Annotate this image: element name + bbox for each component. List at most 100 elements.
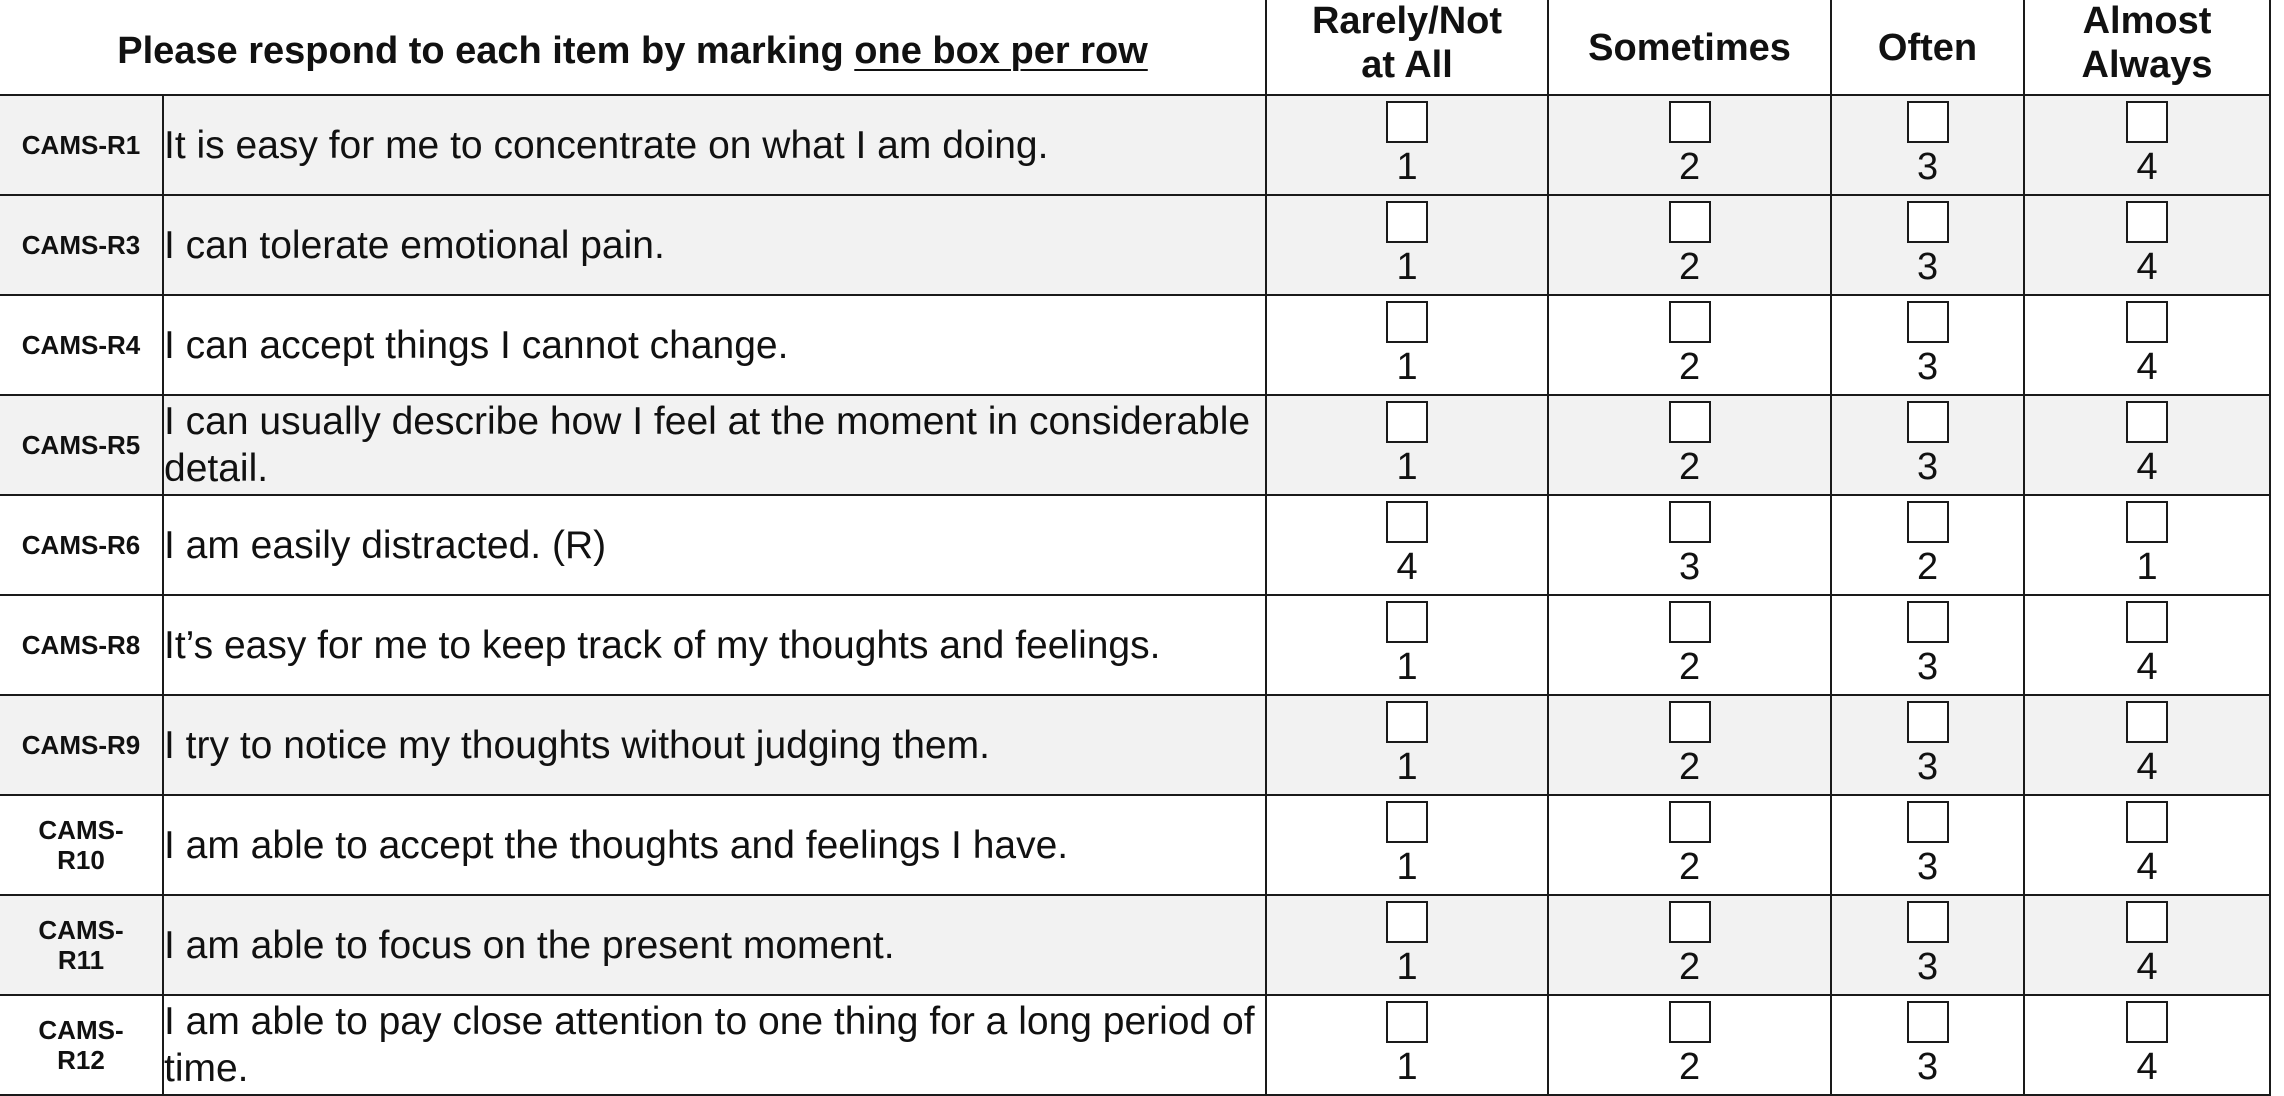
option-cell-sometimes: 2 bbox=[1547, 194, 1833, 296]
score-label: 3 bbox=[1916, 346, 1939, 388]
response-checkbox[interactable] bbox=[1386, 301, 1429, 343]
score-label: 4 bbox=[2136, 246, 2158, 288]
option-cell-rarely: 1 bbox=[1265, 394, 1550, 496]
response-checkbox[interactable] bbox=[2126, 901, 2169, 943]
score-label: 2 bbox=[1678, 346, 1701, 388]
response-checkbox[interactable] bbox=[1668, 1001, 1711, 1043]
score-label: 3 bbox=[1916, 746, 1939, 788]
option-cell-rarely: 1 bbox=[1265, 194, 1550, 296]
response-checkbox[interactable] bbox=[1906, 701, 1949, 743]
score-label: 1 bbox=[1396, 746, 1418, 788]
response-checkbox[interactable] bbox=[1668, 901, 1711, 943]
option-cell-often: 3 bbox=[1830, 294, 2026, 396]
response-checkbox[interactable] bbox=[2126, 601, 2169, 643]
item-text: I try to notice my thoughts without judg… bbox=[161, 694, 1268, 796]
score-label: 4 bbox=[2136, 946, 2158, 988]
response-checkbox[interactable] bbox=[1906, 301, 1949, 343]
response-checkbox[interactable] bbox=[2126, 401, 2169, 443]
score-label: 4 bbox=[2136, 746, 2158, 788]
response-checkbox[interactable] bbox=[2126, 201, 2169, 243]
response-checkbox[interactable] bbox=[1906, 901, 1949, 943]
score-label: 4 bbox=[2136, 146, 2158, 188]
response-checkbox[interactable] bbox=[2126, 101, 2169, 143]
response-checkbox[interactable] bbox=[1668, 201, 1711, 243]
instruction-prefix: Please respond to each item by marking bbox=[117, 30, 855, 72]
item-code: CAMS-R5 bbox=[0, 394, 164, 496]
option-cell-sometimes: 2 bbox=[1547, 794, 1833, 896]
score-label: 4 bbox=[2136, 846, 2158, 888]
response-checkbox[interactable] bbox=[1906, 1001, 1949, 1043]
item-row: CAMS-R8 It’s easy for me to keep track o… bbox=[0, 594, 2272, 696]
option-cell-almost-always: 4 bbox=[2023, 394, 2272, 496]
item-row: CAMS-R11 I am able to focus on the prese… bbox=[0, 894, 2272, 996]
item-code-line1: CAMS-R4 bbox=[21, 330, 141, 360]
response-checkbox[interactable] bbox=[1386, 901, 1429, 943]
option-heading-line1: Almost bbox=[2082, 0, 2212, 42]
response-checkbox[interactable] bbox=[1386, 801, 1429, 843]
option-heading-often: Often bbox=[1830, 0, 2026, 96]
item-code-line2: R10 bbox=[57, 845, 105, 875]
response-checkbox[interactable] bbox=[1386, 1001, 1429, 1043]
score-label: 2 bbox=[1678, 746, 1701, 788]
option-cell-often: 3 bbox=[1830, 994, 2026, 1096]
response-checkbox[interactable] bbox=[1668, 101, 1711, 143]
response-checkbox[interactable] bbox=[1668, 501, 1711, 543]
response-checkbox[interactable] bbox=[1386, 101, 1429, 143]
response-checkbox[interactable] bbox=[1386, 201, 1429, 243]
item-row: CAMS-R1 It is easy for me to concentrate… bbox=[0, 94, 2272, 196]
response-checkbox[interactable] bbox=[1386, 501, 1429, 543]
item-text: I am easily distracted. (R) bbox=[161, 494, 1268, 596]
item-row: CAMS-R4 I can accept things I cannot cha… bbox=[0, 294, 2272, 396]
response-checkbox[interactable] bbox=[1668, 601, 1711, 643]
option-cell-sometimes: 2 bbox=[1547, 94, 1833, 196]
response-checkbox[interactable] bbox=[2126, 501, 2169, 543]
score-label: 2 bbox=[1678, 646, 1701, 688]
option-heading-line2: Always bbox=[2081, 44, 2213, 86]
option-cell-sometimes: 3 bbox=[1547, 494, 1833, 596]
response-checkbox[interactable] bbox=[1906, 501, 1949, 543]
item-text: I can usually describe how I feel at the… bbox=[161, 394, 1268, 496]
option-cell-often: 2 bbox=[1830, 494, 2026, 596]
item-text: It is easy for me to concentrate on what… bbox=[161, 94, 1268, 196]
response-checkbox[interactable] bbox=[2126, 1001, 2169, 1043]
response-checkbox[interactable] bbox=[1668, 801, 1711, 843]
response-checkbox[interactable] bbox=[1906, 201, 1949, 243]
header-row: Please respond to each item by marking o… bbox=[0, 0, 2272, 96]
item-text: I am able to accept the thoughts and fee… bbox=[161, 794, 1268, 896]
item-code: CAMS-R10 bbox=[0, 794, 164, 896]
response-checkbox[interactable] bbox=[1386, 401, 1429, 443]
option-cell-often: 3 bbox=[1830, 594, 2026, 696]
response-checkbox[interactable] bbox=[1386, 701, 1429, 743]
score-label: 3 bbox=[1916, 446, 1939, 488]
response-checkbox[interactable] bbox=[1668, 401, 1711, 443]
item-code: CAMS-R11 bbox=[0, 894, 164, 996]
option-cell-rarely: 1 bbox=[1265, 994, 1550, 1096]
item-code: CAMS-R3 bbox=[0, 194, 164, 296]
instruction-emphasis: one box per row bbox=[854, 30, 1148, 72]
item-row: CAMS-R5 I can usually describe how I fee… bbox=[0, 394, 2272, 496]
score-label: 4 bbox=[1396, 546, 1418, 588]
response-checkbox[interactable] bbox=[1906, 401, 1949, 443]
response-checkbox[interactable] bbox=[2126, 701, 2169, 743]
response-checkbox[interactable] bbox=[1668, 701, 1711, 743]
option-heading-line1: Sometimes bbox=[1588, 27, 1791, 69]
response-checkbox[interactable] bbox=[1668, 301, 1711, 343]
response-checkbox[interactable] bbox=[1906, 101, 1949, 143]
option-heading-line1: Often bbox=[1877, 27, 1978, 69]
item-code-line1: CAMS- bbox=[38, 915, 124, 945]
score-label: 3 bbox=[1916, 146, 1939, 188]
item-text: I am able to pay close attention to one … bbox=[161, 994, 1268, 1096]
response-checkbox[interactable] bbox=[1906, 801, 1949, 843]
item-rows: CAMS-R1 It is easy for me to concentrate… bbox=[0, 94, 2272, 1096]
item-code-line2: R11 bbox=[57, 945, 105, 975]
response-checkbox[interactable] bbox=[1906, 601, 1949, 643]
option-cell-rarely: 1 bbox=[1265, 894, 1550, 996]
response-checkbox[interactable] bbox=[2126, 301, 2169, 343]
score-label: 3 bbox=[1678, 546, 1701, 588]
option-cell-sometimes: 2 bbox=[1547, 394, 1833, 496]
response-checkbox[interactable] bbox=[2126, 801, 2169, 843]
response-checkbox[interactable] bbox=[1386, 601, 1429, 643]
option-cell-sometimes: 2 bbox=[1547, 294, 1833, 396]
option-cell-almost-always: 4 bbox=[2023, 594, 2272, 696]
